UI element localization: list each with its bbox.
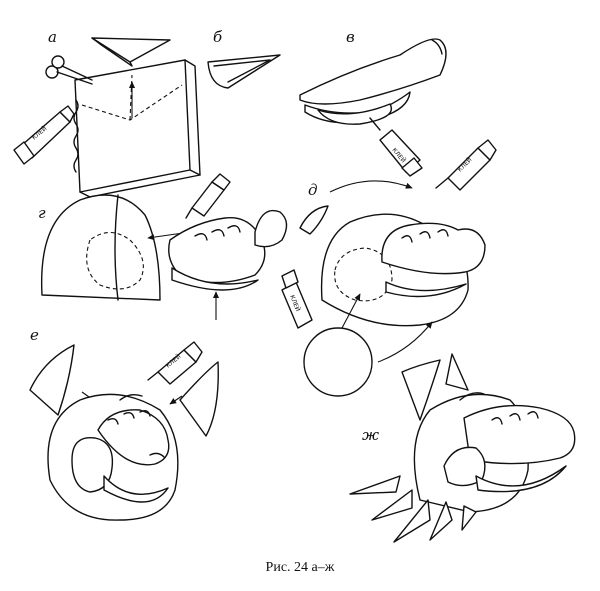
glue-tube-icon-right: КЛЕЙ — [435, 139, 497, 191]
left-ear — [29, 344, 75, 416]
step-label-e: е — [30, 326, 39, 344]
spike-1 — [349, 475, 401, 495]
spike-4 — [429, 501, 453, 541]
glue-tube-icon: КЛЕЙ — [13, 105, 75, 165]
step-b-drawing: б — [207, 28, 281, 89]
right-ear — [179, 361, 219, 437]
step-d-drawing: д КЛЕЙ — [281, 180, 486, 397]
cheek — [71, 436, 114, 493]
spike-2 — [371, 489, 413, 521]
step-label-zh: ж — [362, 426, 379, 444]
mouth — [103, 475, 169, 503]
snout-piece — [168, 216, 266, 284]
step-label-b: б — [213, 28, 223, 46]
glue-tube-icon-e: КЛЕЙ — [147, 341, 203, 385]
glue-tube-icon-d: КЛЕЙ — [281, 269, 313, 329]
step-v-drawing: КЛЕЙ в — [299, 28, 447, 177]
glue-tube-icon-v: КЛЕЙ — [369, 117, 423, 177]
spike-3 — [393, 499, 431, 543]
step-zh-drawing: ж — [349, 353, 576, 543]
spike-5 — [461, 505, 477, 531]
step-label-v: в — [346, 28, 355, 46]
step-g-drawing: г — [38, 173, 288, 320]
glue-tube-icon-g — [185, 173, 231, 219]
figure-caption: Рис. 24 а–ж — [265, 560, 335, 575]
foam-disc — [303, 327, 373, 397]
dragon-mouth — [475, 465, 567, 493]
cut-triangle — [91, 37, 171, 63]
step-e-drawing: е КЛЕЙ — [29, 326, 219, 521]
step-a-drawing: КЛЕЙ а — [13, 28, 201, 198]
upper-jaw — [299, 38, 447, 105]
step-label-g: г — [38, 204, 46, 222]
snout — [97, 409, 170, 466]
step-label-a: а — [48, 28, 57, 46]
lower-jaw — [317, 103, 392, 125]
foam-dome — [40, 194, 161, 301]
folded-piece — [207, 54, 281, 89]
small-ear-piece — [299, 205, 329, 235]
back-spike — [401, 359, 441, 421]
step-label-d: д — [308, 181, 318, 199]
scissors-icon — [45, 55, 93, 85]
